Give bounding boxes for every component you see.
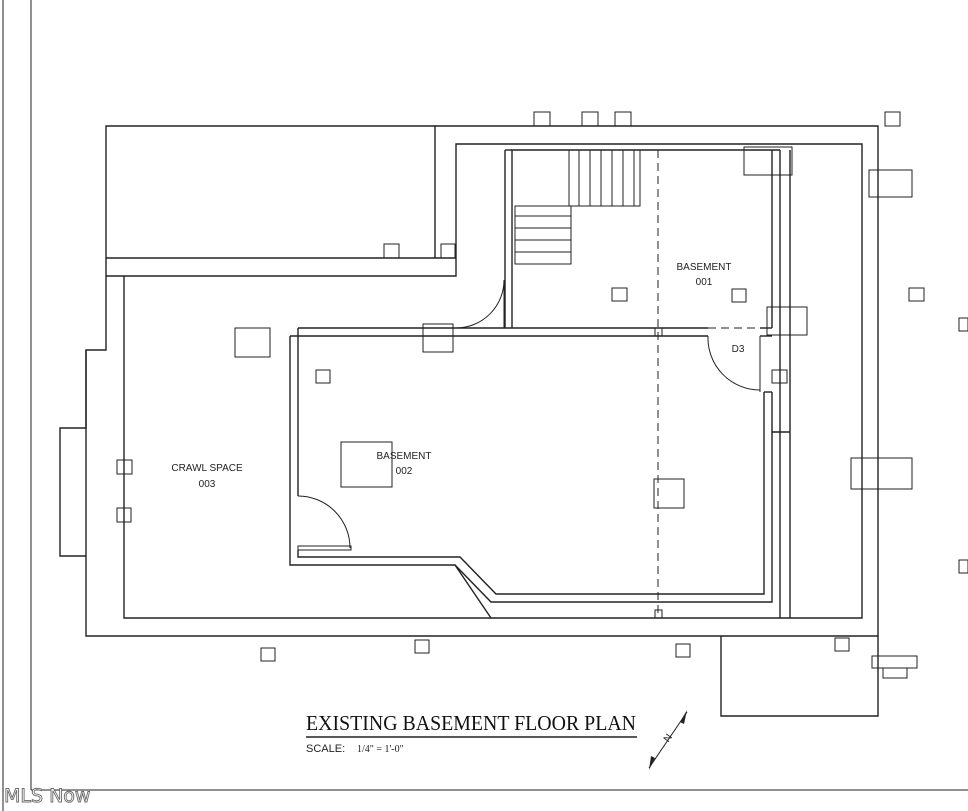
north-arrow: N <box>648 710 688 770</box>
stairs <box>514 149 641 265</box>
beam-post <box>654 327 663 337</box>
porch <box>720 636 879 717</box>
room-label-basement-002: BASEMENT <box>376 451 431 462</box>
beam-post <box>654 609 663 619</box>
north-label: N <box>662 732 675 744</box>
scale-value: 1/4" = 1'-0" <box>357 744 404 755</box>
room-label-crawl-space: CRAWL SPACE <box>171 463 243 474</box>
scale-label: SCALE: <box>306 743 345 755</box>
room-number-001: 001 <box>696 277 713 288</box>
room-number-002: 002 <box>396 466 413 477</box>
window-marks <box>116 111 968 679</box>
room-number-003: 003 <box>199 479 216 490</box>
exterior-walls <box>59 125 879 637</box>
watermark-logo: MLS Now <box>4 785 90 807</box>
room-label-basement-001: BASEMENT <box>676 262 731 273</box>
drawing-title: EXISTING BASEMENT FLOOR PLAN <box>306 711 636 735</box>
interior-walls <box>289 149 791 619</box>
door-tag-d3: D3 <box>732 344 745 355</box>
doors <box>297 279 761 551</box>
